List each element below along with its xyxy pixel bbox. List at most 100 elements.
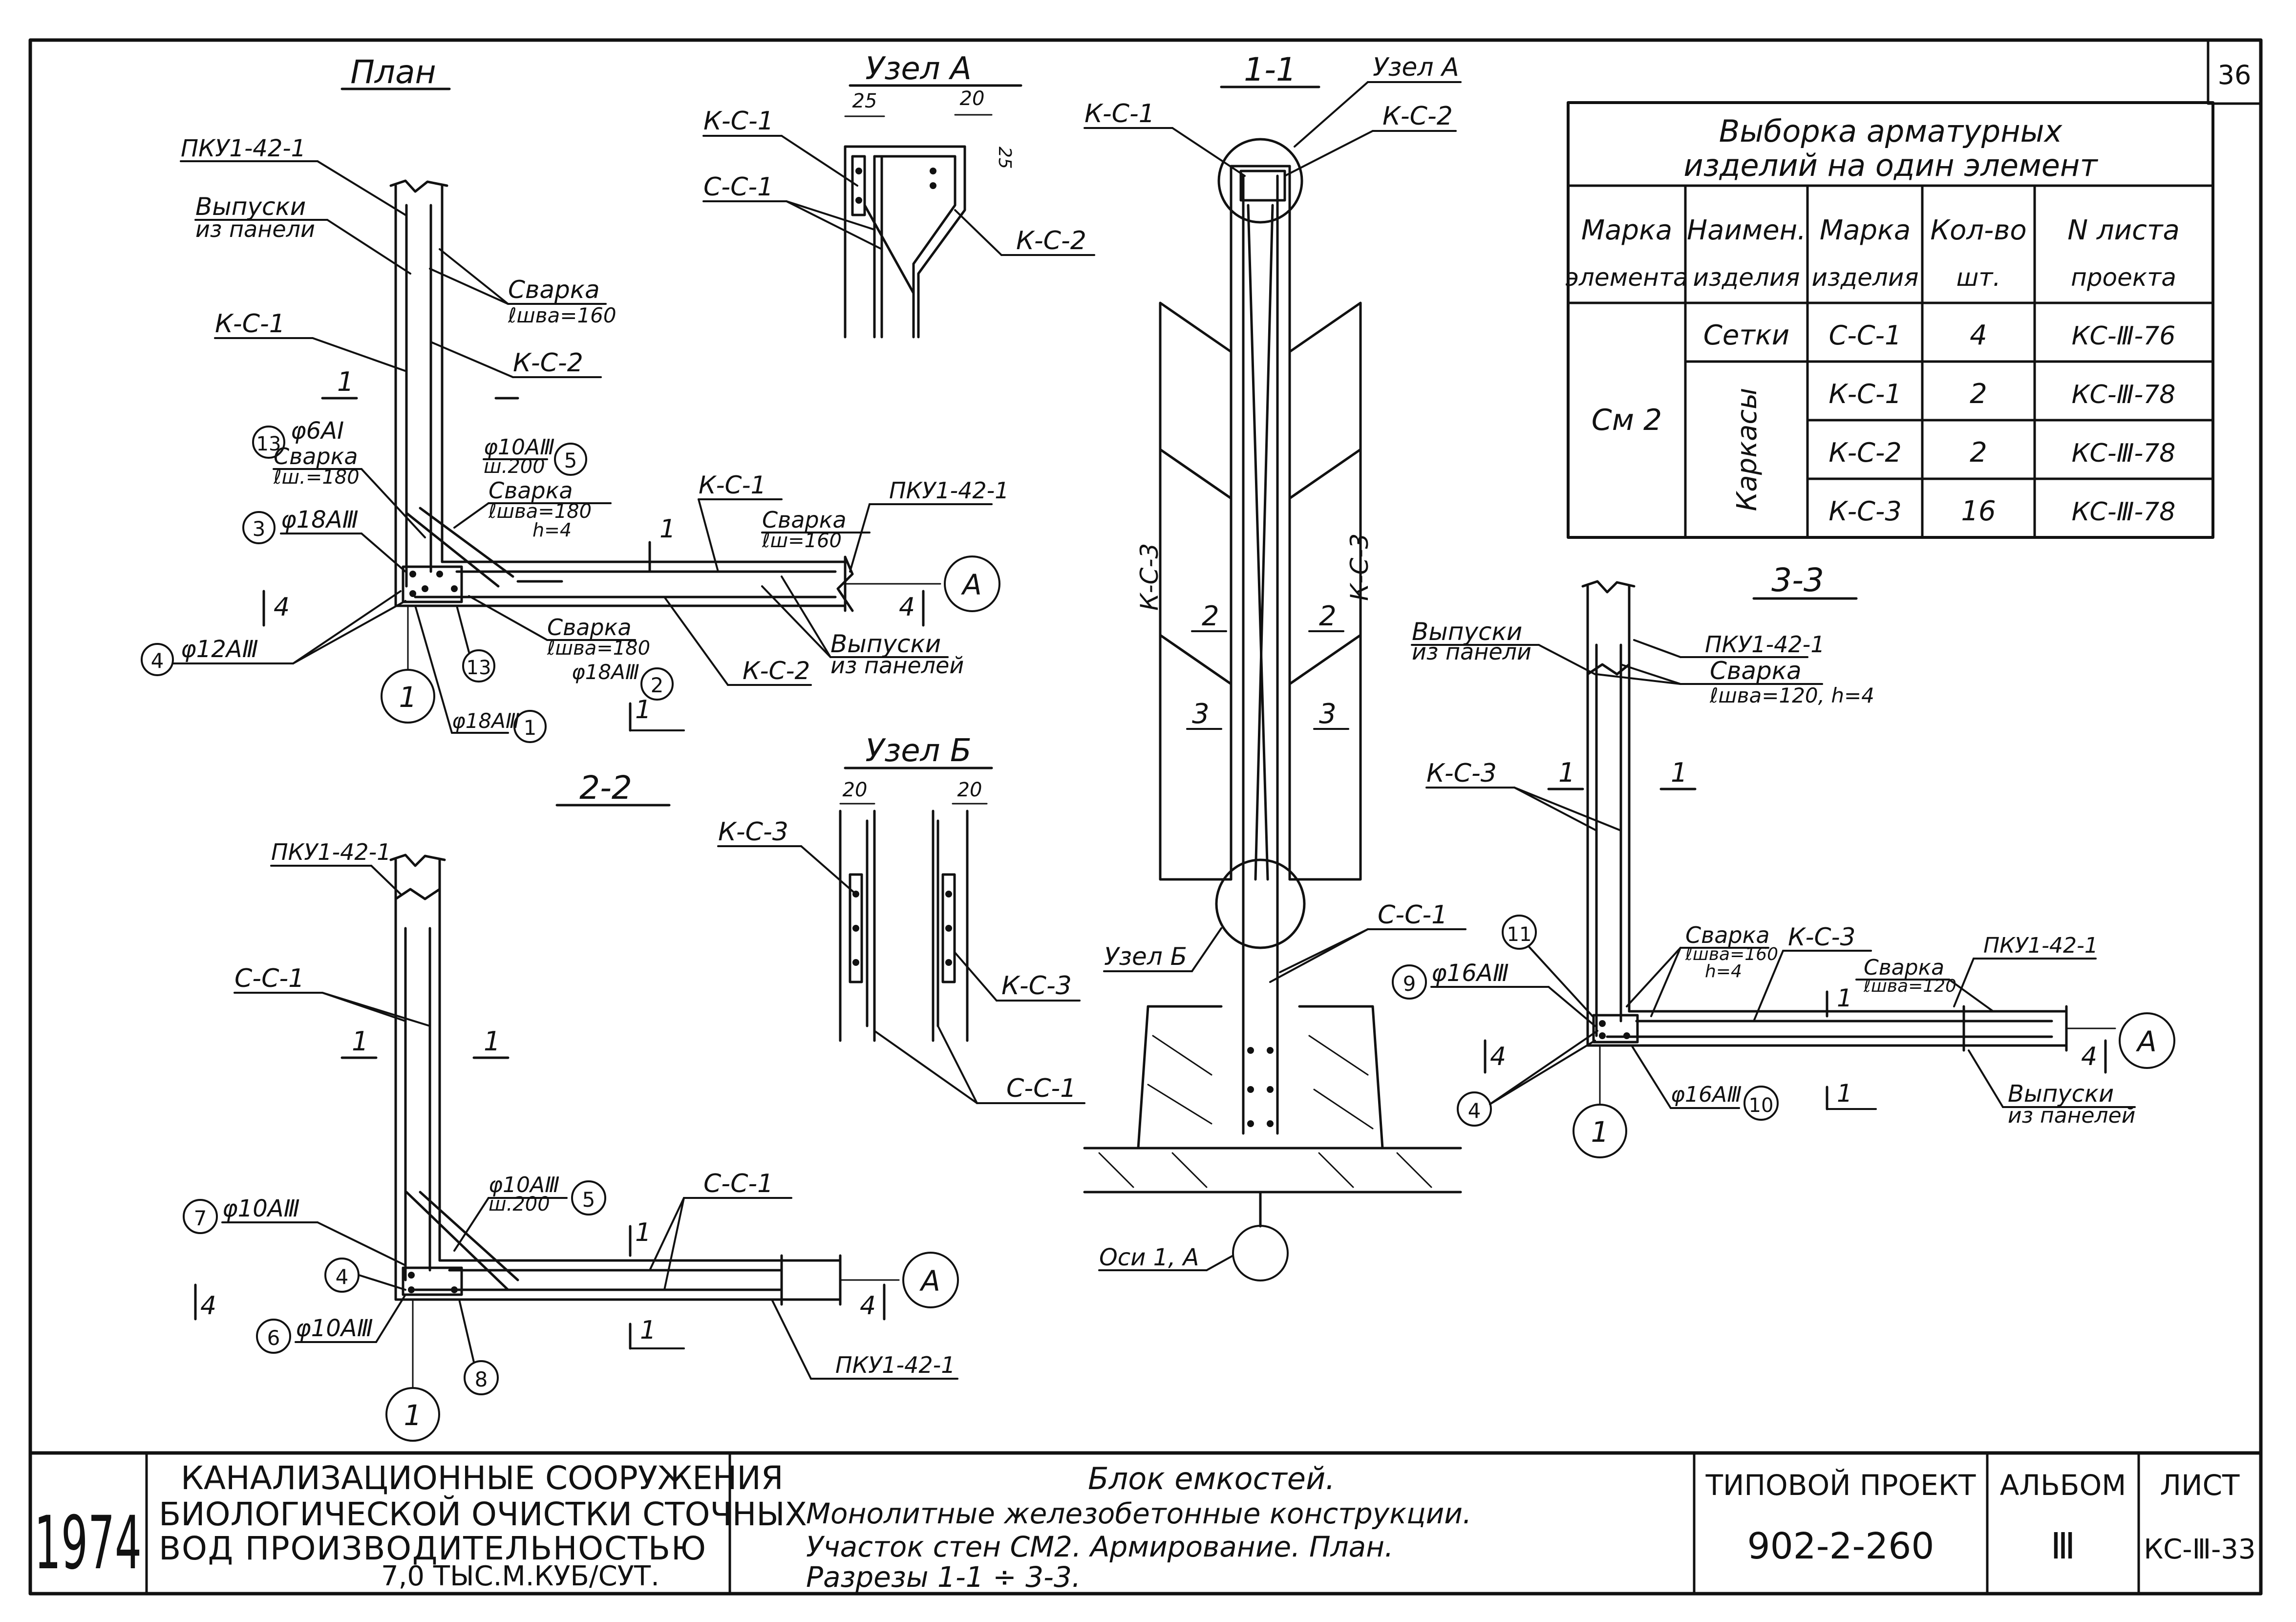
s22-d10-c: φ10АⅢ <box>296 1315 373 1342</box>
s33-d16-b: φ16АⅢ <box>1671 1082 1742 1107</box>
th-name-1: Наимен. <box>1687 214 1806 246</box>
s33-svarka-2: Сварка <box>1685 922 1770 948</box>
s11-cc1: С-С-1 <box>1378 900 1447 930</box>
plan-ks2-label-b: К-С-2 <box>743 657 810 685</box>
s33-sec1-top: 1 <box>1837 984 1852 1012</box>
s33-axis-1: 1 <box>1591 1115 1609 1149</box>
th-qty-2: шт. <box>1956 263 2001 292</box>
s11-mark-2-right: 2 <box>1319 600 1337 632</box>
s33-svarka-3: Сварка <box>1864 955 1944 980</box>
s11-mark-3-left: 3 <box>1192 698 1210 730</box>
plan-d18-a: φ18АⅢ <box>281 506 359 534</box>
table-title-2: изделий на один элемент <box>1683 148 2098 183</box>
s33-vypuski-2: Выпуски <box>2008 1080 2114 1108</box>
s11-ks2: К-С-2 <box>1382 102 1453 131</box>
desc-line-2: Монолитные железобетонные конструкции. <box>806 1497 1471 1530</box>
org-line-3: ВОД ПРОИЗВОДИТЕЛЬНОСТЬЮ <box>159 1530 706 1567</box>
s22-d10-b: φ10АⅢ <box>489 1173 559 1197</box>
plan-ks2-label: К-С-2 <box>513 348 583 378</box>
plan-ks1-label: К-С-1 <box>215 309 285 339</box>
pos-5-a: 5 <box>564 448 577 472</box>
plan-sec-mark-4-right: 4 <box>899 593 915 622</box>
plan-svarka-5: Сварка <box>547 614 632 640</box>
s22-cc1-a: С-С-1 <box>234 964 304 993</box>
node-b-ks3-b: К-С-3 <box>1001 971 1072 1001</box>
table-row: К-С-3 16 КС-Ⅲ-78 <box>1828 495 2175 527</box>
plan-svarka-2: Сварка <box>274 443 358 470</box>
s33-ks3: К-С-3 <box>1426 759 1497 788</box>
plan-svarka-1: Сварка <box>508 276 600 304</box>
node-b-dim20-a: 20 <box>843 779 868 801</box>
s33-ks3-b: К-С-3 <box>1788 923 1855 951</box>
plan-axis-1: 1 <box>399 681 417 714</box>
sheet-label: ЛИСТ <box>2160 1469 2240 1502</box>
node-a-dim25-v: 25 <box>995 147 1015 169</box>
s22-sec1-bottom: 1 <box>640 1316 656 1345</box>
node-a-ks1: К-С-1 <box>703 107 774 136</box>
rebar-table <box>1567 101 2214 539</box>
table-element: См 2 <box>1592 403 1662 437</box>
plan-h4-a: h=4 <box>532 519 572 541</box>
pos-13-b: 13 <box>467 657 491 679</box>
plan-d18-b: φ18АⅢ <box>572 660 639 684</box>
pos-10: 10 <box>1749 1094 1774 1117</box>
s33-d16-a: φ16АⅢ <box>1431 960 1509 987</box>
node-a-title: Узел А <box>865 51 971 87</box>
pos-2: 2 <box>651 673 664 697</box>
pos-7: 7 <box>194 1206 207 1230</box>
s11-ks3-left: К-С-3 <box>1135 543 1164 611</box>
plan-d18-c: φ18АⅢ <box>452 709 520 733</box>
node-b-ks3-a: К-С-3 <box>718 817 788 847</box>
plan-sec-mark-4-left: 4 <box>274 593 290 622</box>
node-b-dim20-b: 20 <box>957 779 982 801</box>
s33-mark-1-right: 1 <box>1671 757 1687 788</box>
plan-pku-right: ПКУ1-42-1 <box>889 477 1009 504</box>
s22-pku-bottom: ПКУ1-42-1 <box>835 1352 956 1378</box>
project-label: ТИПОВОЙ ПРОЕКТ <box>1705 1468 1976 1502</box>
plan-view: План ПКУ1-42-1 <box>141 53 1009 743</box>
org-line-1: КАНАЛИЗАЦИОННЫЕ СООРУЖЕНИЯ <box>181 1459 784 1497</box>
s33-axis-a: А <box>2135 1025 2157 1058</box>
pos-5-b: 5 <box>582 1188 595 1212</box>
table-cell-sheet: КС-Ⅲ-76 <box>2072 321 2176 351</box>
th-name-2: изделия <box>1693 263 1800 292</box>
s11-uzel-b: Узел Б <box>1104 942 1187 971</box>
s11-osi: Оси 1, А <box>1099 1244 1199 1271</box>
plan-d10-a: φ10АⅢ <box>484 435 554 460</box>
table-cell-qty: 2 <box>1970 437 1987 469</box>
node-a-dim25: 25 <box>852 90 877 112</box>
th-qty-1: Кол-во <box>1930 214 2026 246</box>
year-stamp: 1974 <box>34 1501 142 1586</box>
plan-d6ai: φ6АI <box>291 417 344 445</box>
plan-title: План <box>350 53 436 91</box>
desc-line-3: Участок стен СМ2. Армирование. План. <box>806 1530 1394 1563</box>
s33-sec4-right: 4 <box>2081 1042 2097 1071</box>
s33-svarka-len: ℓшва=120, h=4 <box>1709 683 1874 707</box>
table-cell-qty: 4 <box>1970 320 1987 351</box>
section-3-3-view: 3-3 Выпуски из панели ПКУ1-42-1 Сварка ℓ… <box>1392 561 2175 1158</box>
plan-sec-mark-1-top: 1 <box>659 514 676 544</box>
album-value: Ⅲ <box>2050 1525 2075 1567</box>
section-1-1-title: 1-1 <box>1244 51 1297 88</box>
s33-h4: h=4 <box>1705 961 1742 982</box>
plan-sec1-mark: 1 <box>337 366 354 397</box>
table-cell-sheet: КС-Ⅲ-78 <box>2072 497 2176 527</box>
table-group-setki: Сетки <box>1703 320 1789 351</box>
pos-11: 11 <box>1507 923 1532 946</box>
org-line-2: БИОЛОГИЧЕСКОЙ ОЧИСТКИ СТОЧНЫХ <box>159 1495 807 1533</box>
s11-uzel-a: Узел А <box>1373 53 1459 82</box>
plan-svarka-1-len: ℓшва=160 <box>508 303 617 327</box>
table-cell-qty: 2 <box>1970 378 1987 410</box>
album-label: АЛЬБОМ <box>2000 1469 2126 1502</box>
table-cell-mark: К-С-3 <box>1828 496 1901 527</box>
node-b-cc1: С-С-1 <box>1006 1074 1076 1103</box>
plan-ks1-label-b: К-С-1 <box>699 471 766 499</box>
plan-svarka-3: Сварка <box>489 477 573 504</box>
plan-d12: φ12АⅢ <box>181 636 258 663</box>
node-a-dim20: 20 <box>960 87 985 110</box>
table-row: К-С-1 2 КС-Ⅲ-78 <box>1828 378 2175 410</box>
s22-axis-1: 1 <box>404 1399 422 1432</box>
table-cell-qty: 16 <box>1961 495 1996 527</box>
table-cell-sheet: КС-Ⅲ-78 <box>2072 380 2176 409</box>
pos-4-b: 4 <box>336 1265 349 1289</box>
